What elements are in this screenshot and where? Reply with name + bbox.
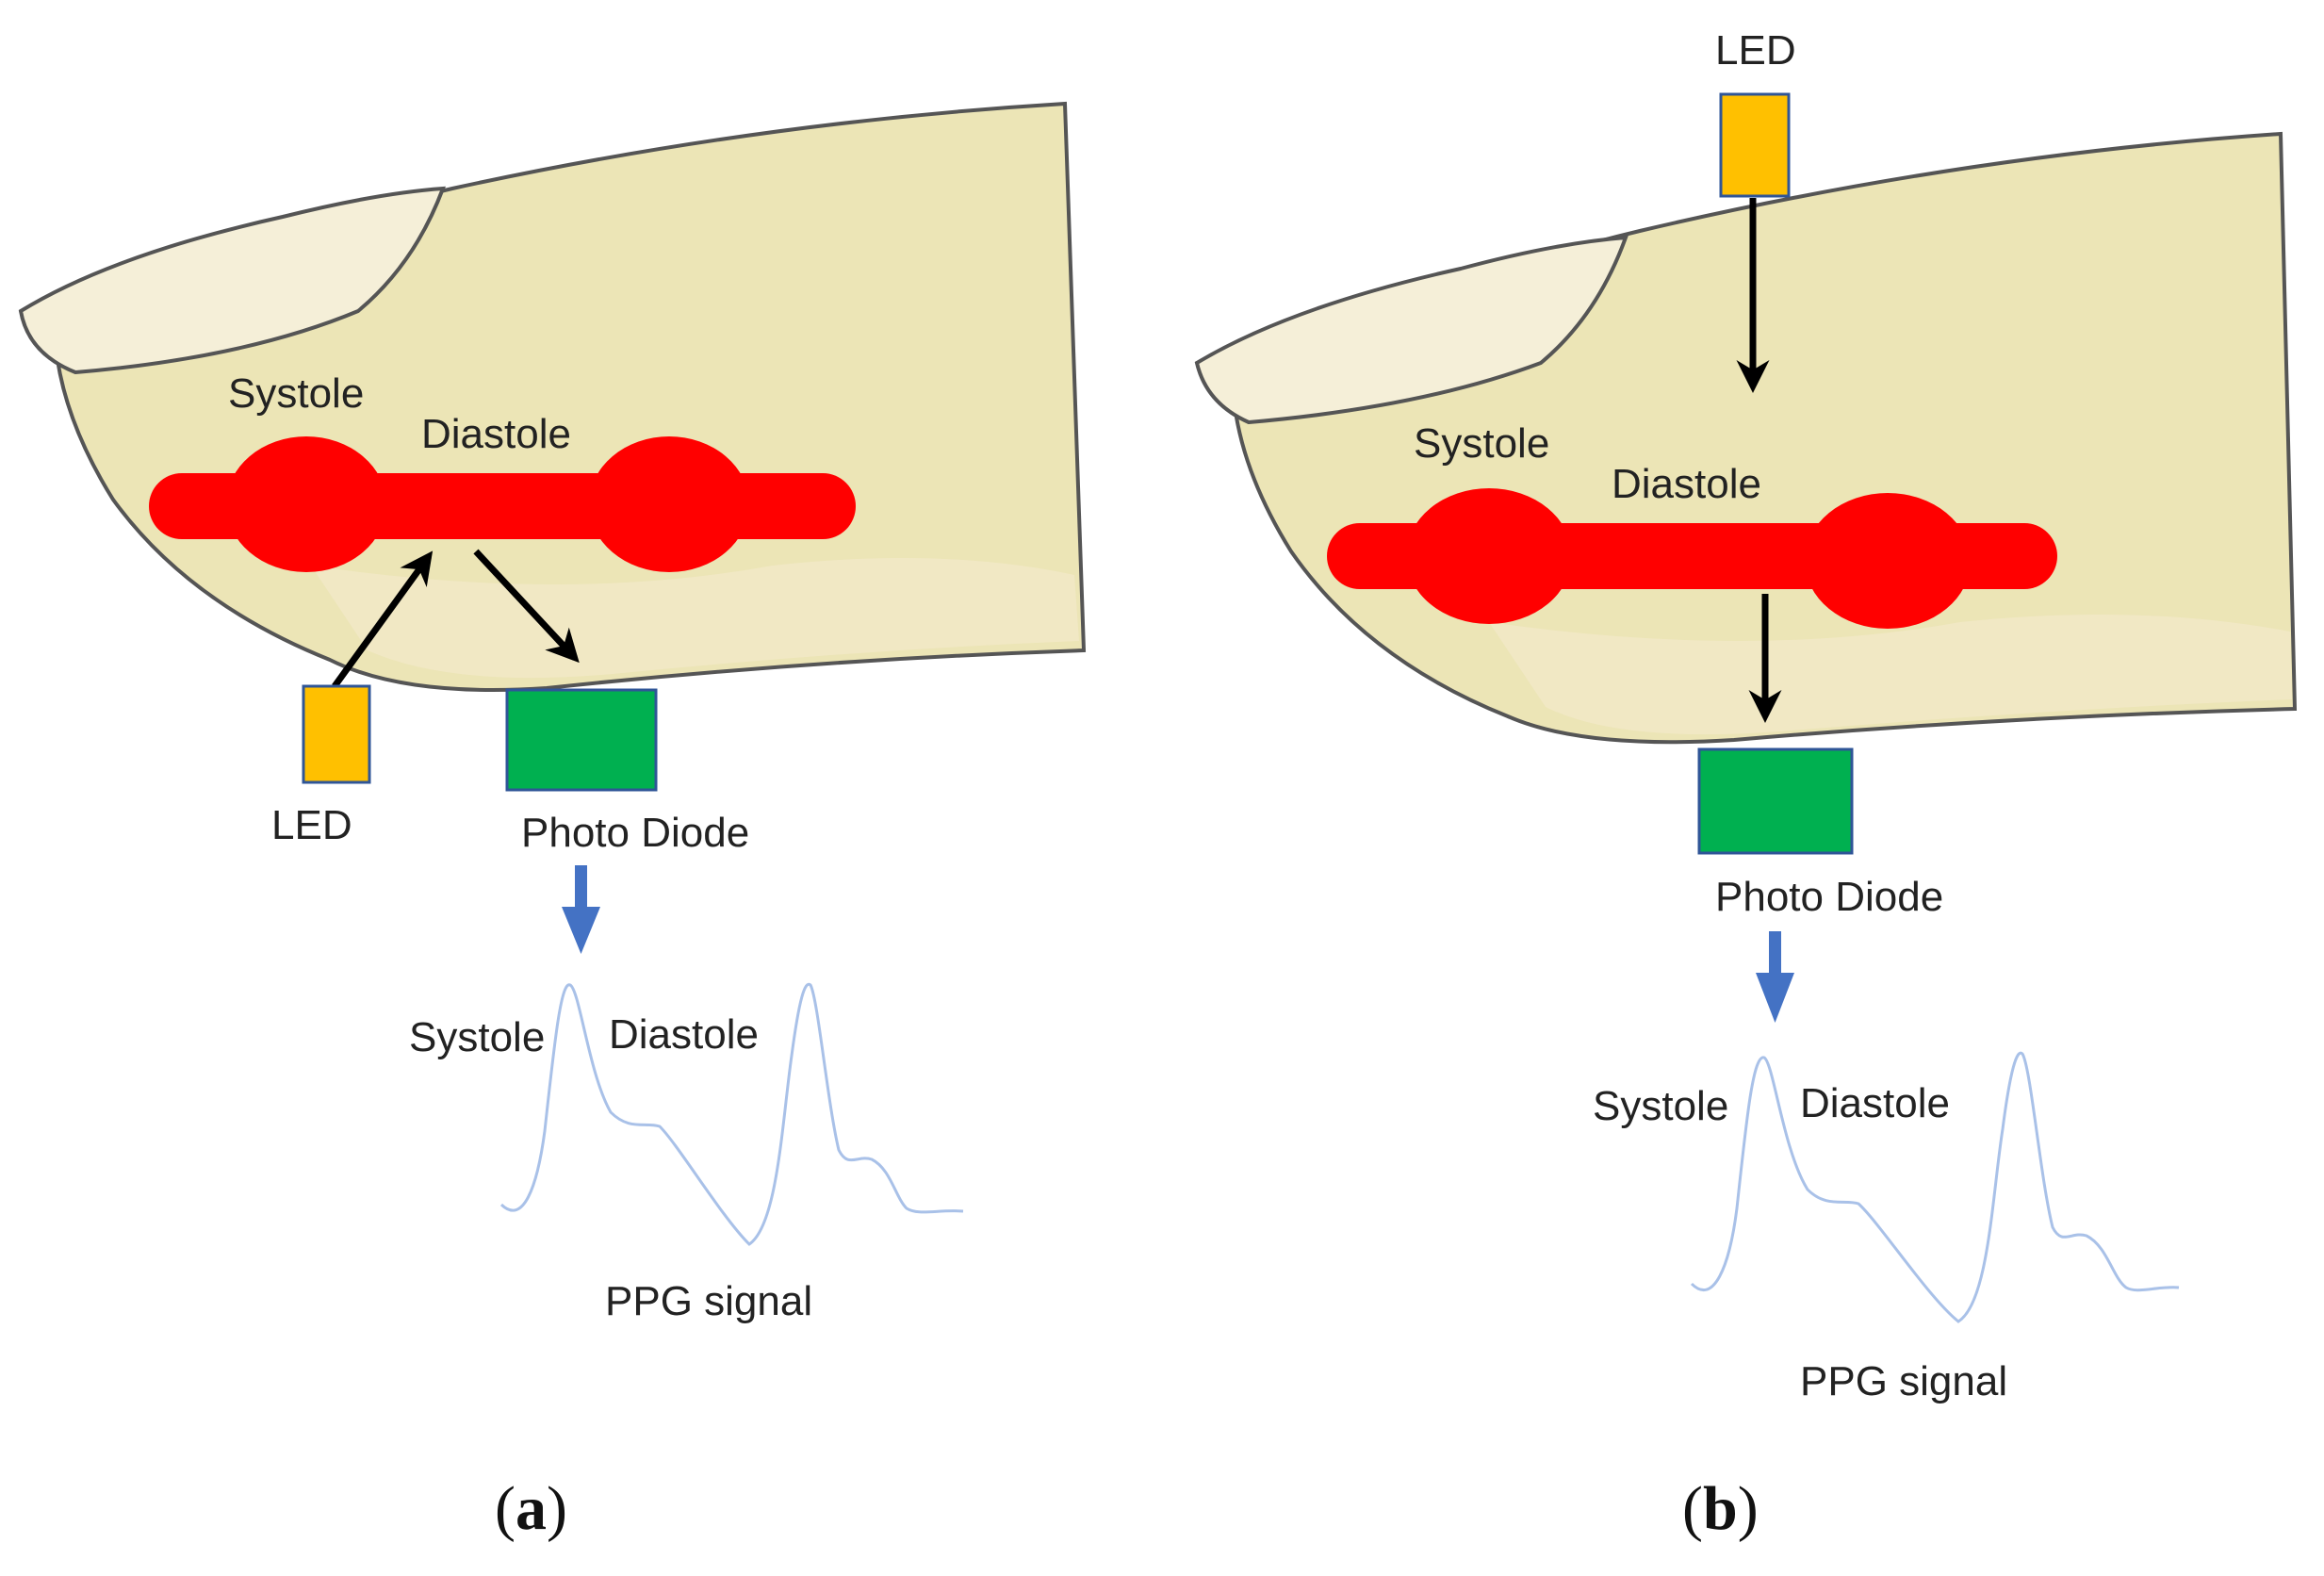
- finger-b-inner-tone: [1489, 615, 2292, 735]
- nail-b: [1194, 235, 1628, 425]
- systole-label-b: Systole: [1414, 420, 1549, 467]
- ppg-signal-label-b: PPG signal: [1800, 1358, 2007, 1404]
- output-arrow-a: [562, 865, 600, 954]
- photodiode-a: [505, 688, 658, 792]
- caption-a: (a): [495, 1474, 567, 1543]
- panel-a: Systole Diastole LED Photo Diode Systole…: [18, 101, 1087, 1543]
- finger-a-inner-tone: [311, 558, 1079, 679]
- blood-vessel-a: [149, 436, 856, 572]
- led-label-a: LED: [271, 802, 352, 848]
- photodiode-label-a: Photo Diode: [521, 810, 749, 856]
- ppg-systole-label-a: Systole: [409, 1014, 545, 1060]
- ppg-diastole-label-a: Diastole: [609, 1011, 759, 1058]
- led-b: [1719, 92, 1791, 198]
- ppg-diastole-label-b: Diastole: [1800, 1080, 1950, 1126]
- led-label-b: LED: [1715, 27, 1796, 74]
- led-a: [302, 684, 371, 784]
- diastole-label-b: Diastole: [1612, 461, 1761, 507]
- ppg-waveform-a: [499, 982, 964, 1246]
- ppg-systole-label-b: Systole: [1593, 1083, 1728, 1129]
- ppg-signal-label-a: PPG signal: [605, 1278, 812, 1324]
- light-arrow-out-a: [473, 549, 580, 664]
- output-arrow-b: [1756, 931, 1794, 1023]
- ppg-waveform-b: [1690, 1051, 2180, 1323]
- photodiode-label-b: Photo Diode: [1715, 874, 1943, 920]
- diastole-label-a: Diastole: [421, 411, 571, 457]
- caption-b: (b): [1682, 1474, 1759, 1543]
- nail-a: [18, 186, 446, 375]
- blood-vessel-b: [1327, 488, 2057, 629]
- light-arrow-in-a: [332, 550, 434, 689]
- panel-b: LED Systole Diastole Photo Diode Systole…: [1194, 27, 2298, 1543]
- photodiode-b: [1697, 747, 1854, 855]
- systole-label-a: Systole: [228, 370, 364, 417]
